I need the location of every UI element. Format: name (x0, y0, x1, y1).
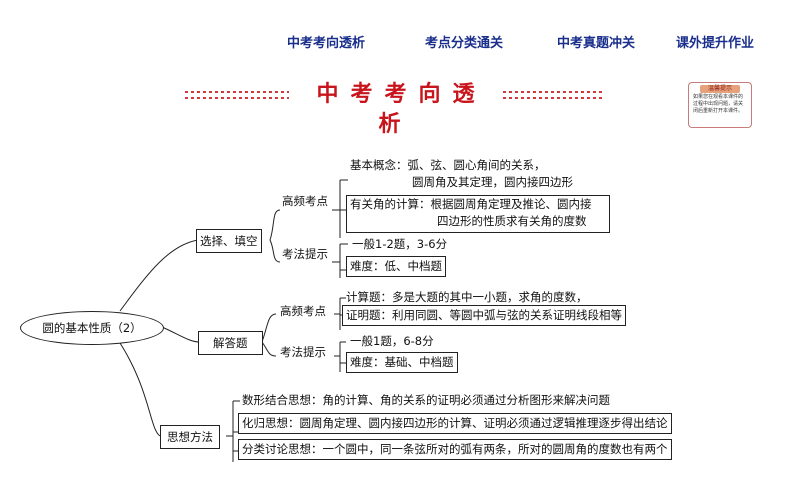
connector-b2-up (261, 313, 277, 343)
connector-b1-kf (332, 243, 348, 278)
banner-title: 中考考向透析 (289, 80, 502, 137)
tip-body: 如果您在观看本课件的过程中出现问题，请关闭后重新打开本课件。 (693, 94, 744, 114)
b1-angle-calc-line1: 有关角的计算：根据圆周角定理及推论、圆内接 (350, 197, 592, 211)
b2-proof-item: 证明题：利用同圆、等圆中弧与弦的关系证明线段相等 (342, 305, 626, 326)
connector-root-b2 (161, 326, 200, 343)
b1-exam-tips-label: 考法提示 (282, 247, 328, 261)
b3-item-reduction: 化归思想：圆周角定理、圆内接四边形的计算、证明必须通过逻辑推理逐步得出结论 (238, 413, 672, 434)
b1-angle-calc-line2: 四边形的性质求有关角的度数 (437, 214, 587, 228)
top-nav: 中考考向透析 考点分类通关 中考真题冲关 课外提升作业 (0, 0, 794, 60)
mindmap-root: 圆的基本性质（2） (20, 311, 164, 345)
nav-classified-practice[interactable]: 考点分类通关 (425, 36, 504, 51)
tip-title: 温馨提示 (700, 85, 740, 93)
connector-b2-kf (334, 341, 346, 372)
connector-b1-down (269, 239, 281, 263)
section-banner: 中考考向透析 (185, 80, 605, 137)
b3-item-number-shape: 数形结合思想：角的计算、角的关系的证明必须通过分析图形来解决问题 (242, 393, 610, 407)
nav-zhongkao-analysis[interactable]: 中考考向透析 (287, 36, 366, 51)
b2-calc-item: 计算题：多是大题的其中一小题，求角的度数， (346, 290, 588, 304)
b1-concept-line2: 圆周角及其定理，圆内接四边形 (412, 175, 573, 189)
connector-b1-gk (332, 179, 348, 238)
connector-root-b3 (119, 342, 161, 437)
connector-b1-up (269, 209, 281, 241)
tip-box[interactable]: 温馨提示 如果您在观看本课件的过程中出现问题，请关闭后重新打开本课件。 (688, 82, 752, 128)
connector-b2-gk (334, 297, 346, 330)
b2-tip-score: 一般1题，6-8分 (350, 334, 434, 348)
b1-angle-calc-box: 有关角的计算：根据圆周角定理及推论、圆内接 四边形的性质求有关角的度数 (346, 195, 610, 233)
branch-multiple-choice: 选择、填空 (196, 229, 262, 253)
b2-exam-tips-label: 考法提示 (280, 345, 326, 359)
b2-tip-difficulty: 难度：基础、中档题 (346, 352, 458, 373)
b3-item-classification: 分类讨论思想：一个圆中，同一条弦所对的弧有两条，所对的圆周角的度数也有两个 (238, 439, 672, 460)
connector-b3 (226, 400, 240, 462)
b1-frequent-points-label: 高频考点 (282, 194, 328, 208)
b1-tip-difficulty: 难度：低、中档题 (346, 256, 446, 277)
b1-concept-line1: 基本概念：弧、弦、圆心角间的关系， (350, 158, 546, 172)
b2-frequent-points-label: 高频考点 (280, 304, 326, 318)
connector-root-b1 (119, 239, 199, 312)
nav-extra-homework[interactable]: 课外提升作业 (676, 36, 755, 51)
nav-real-exam[interactable]: 中考真题冲关 (557, 36, 636, 51)
branch-answer-questions: 解答题 (198, 331, 263, 355)
connector-b2-down (261, 341, 277, 357)
b1-tip-score: 一般1-2题，3-6分 (352, 237, 448, 251)
branch-thinking-methods: 思想方法 (160, 425, 220, 449)
